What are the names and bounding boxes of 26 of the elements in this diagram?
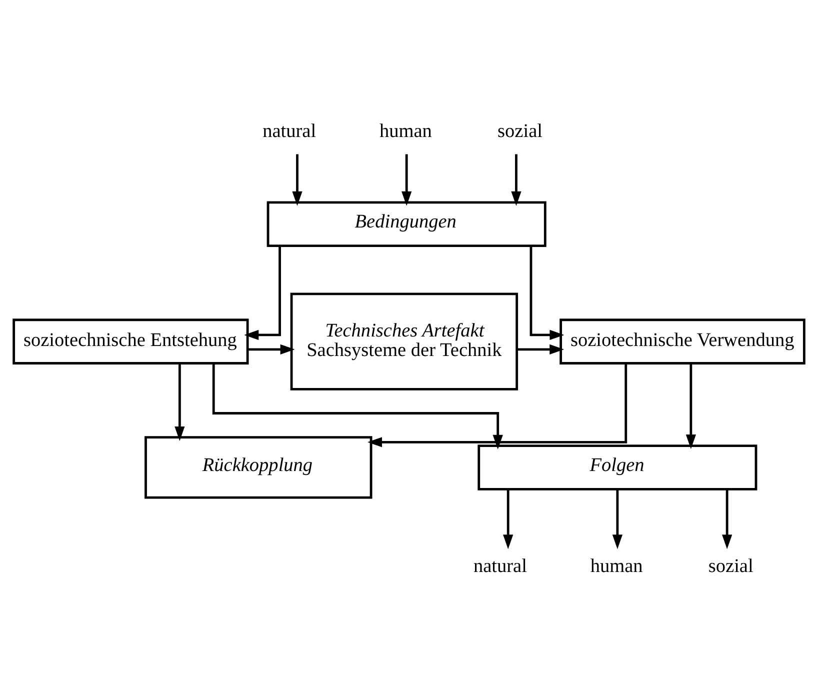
arrow [367,362,627,447]
node-box: Rückkopplung [144,436,372,498]
arrow [529,246,564,340]
node-text: sozial [497,120,542,142]
arrow [244,246,280,340]
node-box: soziotechnische Entstehung [12,318,248,364]
arrow [174,363,184,440]
node-text: natural [472,556,526,577]
arrow [292,154,302,206]
arrow [510,154,521,206]
arrow [612,488,622,549]
node-box: Bedingungen [266,200,546,246]
node-box: soziotechnische Verwendung [559,318,805,364]
node-box: Folgen [477,444,757,490]
arrow [502,488,513,549]
node-text: human [590,556,642,577]
arrow [722,488,732,549]
node-text: human [378,120,432,142]
arrow [516,344,564,354]
arrow [212,362,502,449]
node-box: Technisches Artefakt Sachsysteme der Technik [290,292,518,390]
arrow [401,154,412,206]
arrow [685,363,696,449]
node-text: natural [262,120,316,142]
node-text: sozial [708,556,753,577]
arrow [247,344,294,354]
